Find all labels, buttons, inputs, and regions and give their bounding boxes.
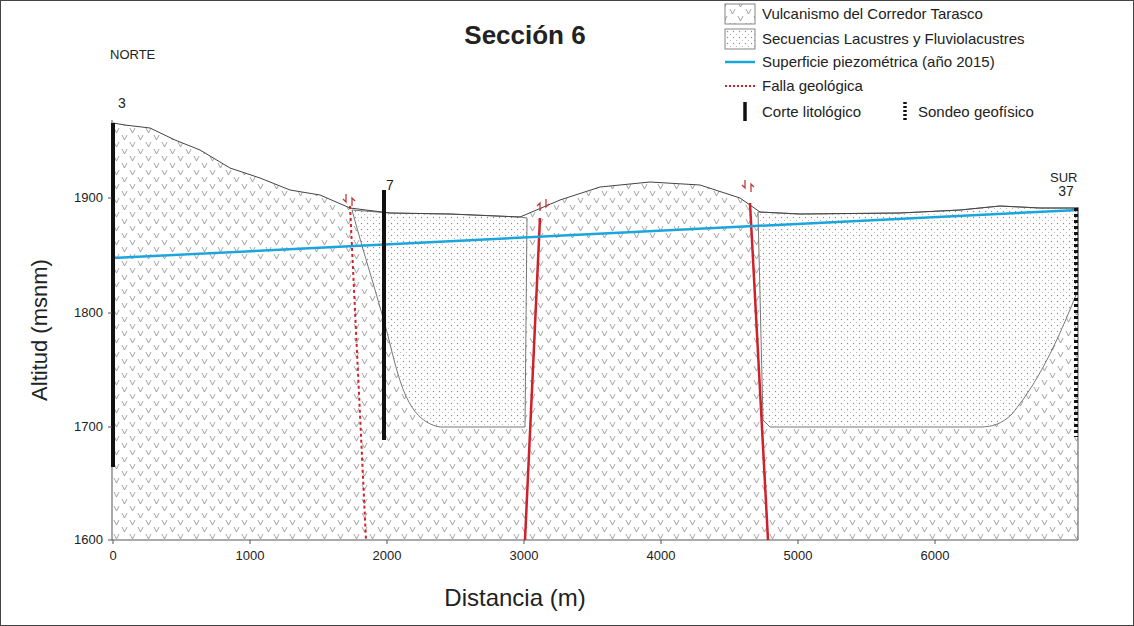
legend-entry: Secuencias Lacustres y Fluviolacustres xyxy=(762,31,1025,48)
fault xyxy=(750,203,768,540)
log-number: 7 xyxy=(386,178,394,193)
tick-label: 6000 xyxy=(921,549,950,563)
legend-text: Falla geológica xyxy=(762,77,863,94)
axis-ticks xyxy=(108,198,935,544)
tick-label: 5000 xyxy=(784,549,813,563)
tick-label: 1900 xyxy=(74,191,103,205)
legend-entry: Corte litológico xyxy=(762,104,861,121)
lithologic-log xyxy=(111,123,115,467)
lacustrine-unit xyxy=(758,206,1078,427)
fault-inferred xyxy=(350,206,366,540)
legend-text: Corte litológico xyxy=(762,103,861,120)
legend-entry: Falla geológica xyxy=(762,78,863,95)
legend-text: Secuencias Lacustres y Fluviolacustres xyxy=(762,30,1025,47)
legend-entry: Superficie piezométrica (año 2015) xyxy=(762,54,995,71)
plot-axes xyxy=(112,120,1078,540)
legend-text: Sondeo geofísico xyxy=(918,103,1034,120)
legend-entry: Vulcanismo del Corredor Tarasco xyxy=(762,6,983,23)
volcanic-unit xyxy=(113,123,1078,540)
axis-title: Distancia (m) xyxy=(444,585,585,611)
direction-label: SUR xyxy=(1050,171,1077,185)
tick-label: 1000 xyxy=(236,549,265,563)
topographic-profile xyxy=(113,123,1078,217)
direction-label: NORTE xyxy=(110,48,155,62)
tick-label: 4000 xyxy=(647,549,676,563)
piezometric-surface xyxy=(113,210,1078,258)
fault-motion-symbol xyxy=(343,180,754,211)
legend-text: Superficie piezométrica (año 2015) xyxy=(762,53,995,70)
geophysical-sounding xyxy=(1074,208,1078,437)
tick-label: 1600 xyxy=(74,533,103,547)
section-title: Sección 6 xyxy=(464,21,585,50)
tick-label: 1700 xyxy=(74,420,103,434)
log-number: 3 xyxy=(118,96,126,111)
log-number: 37 xyxy=(1058,184,1074,199)
fault xyxy=(525,218,540,540)
tick-label: 0 xyxy=(109,549,116,563)
legend-text: Vulcanismo del Corredor Tarasco xyxy=(762,5,983,22)
tick-label: 3000 xyxy=(510,549,539,563)
legend-entry: Sondeo geofísico xyxy=(918,104,1034,121)
tick-label: 1800 xyxy=(74,306,103,320)
lithologic-log xyxy=(382,190,386,440)
axis-title: Altitud (msnm) xyxy=(28,259,52,401)
tick-label: 2000 xyxy=(373,549,402,563)
